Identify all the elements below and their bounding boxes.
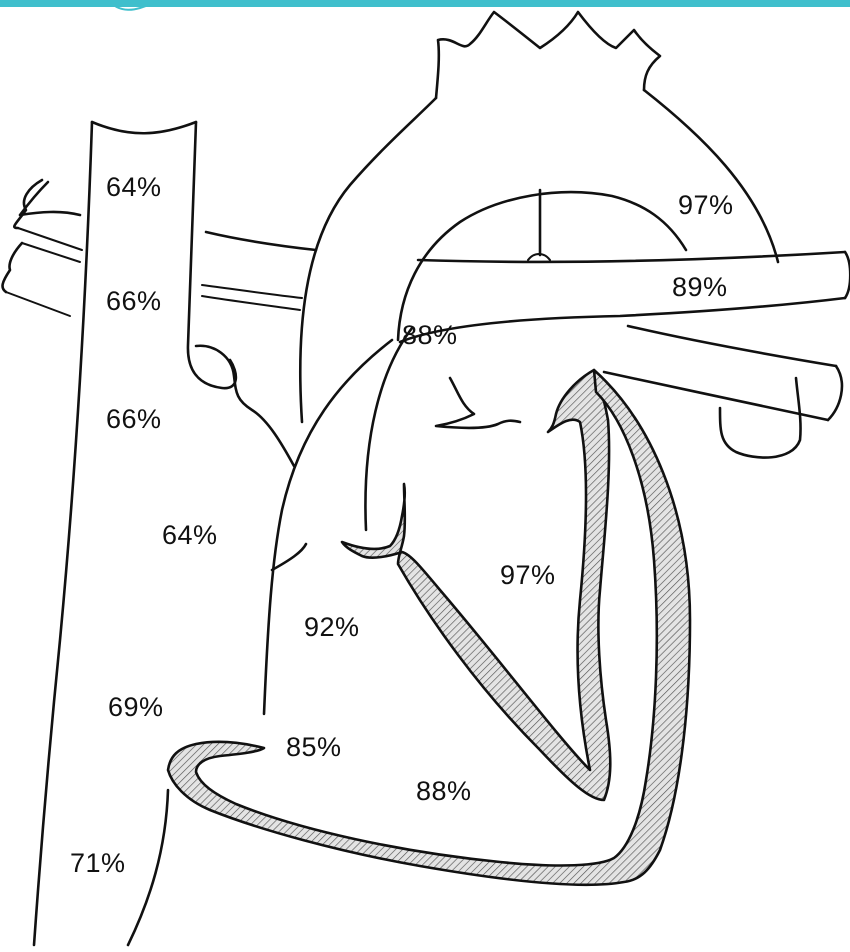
main-pulmonary-artery-top [418, 252, 845, 262]
label-ra-mid: 64% [162, 520, 218, 550]
label-right-ventricle: 88% [416, 776, 472, 806]
pulmonary-artery-end-cap [845, 252, 850, 298]
top-banner [0, 0, 850, 7]
label-pa-root: 88% [402, 320, 458, 350]
label-ra-upper: 66% [106, 404, 162, 434]
label-right-atrium-inner: 92% [304, 612, 360, 642]
vena-cava-top-cap [92, 122, 196, 133]
right-pulmonary-artery-upper [206, 232, 316, 250]
left-pulmonary-vein-top [628, 326, 836, 366]
pulmonary-vessel-upper-1 [20, 182, 80, 215]
right-pulmonary-artery-lower-a [202, 285, 302, 298]
right-pulmonary-artery-lower-b [202, 296, 300, 310]
label-ivc: 71% [70, 848, 126, 878]
label-ra-lower: 69% [108, 692, 164, 722]
left-pulmonary-vein-end-cap [828, 366, 842, 420]
label-tricuspid: 85% [286, 732, 342, 762]
aortic-arch-outer-right [644, 90, 778, 262]
aortic-arch-outer [300, 98, 436, 422]
crista-notch [196, 346, 294, 466]
aorta-branch-vessels [436, 12, 660, 98]
free-wall-outer [168, 370, 690, 885]
label-svc-upper: 64% [106, 172, 162, 202]
pulmonary-valve [436, 378, 520, 428]
label-pulmonary-artery: 89% [672, 272, 728, 302]
ductus-curl [528, 254, 550, 260]
label-aorta: 97% [678, 190, 734, 220]
interventricular-septum [342, 370, 610, 800]
label-left-ventricle: 97% [500, 560, 556, 590]
vena-cava-left-wall [34, 122, 92, 945]
pulmonary-vessel-left-stub-2 [3, 243, 22, 292]
descending-aorta [720, 378, 801, 458]
pulmonary-vessel-line-c [6, 292, 70, 316]
main-pulmonary-artery-bottom [400, 298, 845, 342]
pulmonary-vessel-line-a [18, 228, 82, 250]
ivc-right-wall [128, 790, 168, 945]
right-heart-outer-border [264, 340, 392, 714]
label-svc-mid: 66% [106, 286, 162, 316]
left-pulmonary-vein-bottom [604, 372, 828, 420]
